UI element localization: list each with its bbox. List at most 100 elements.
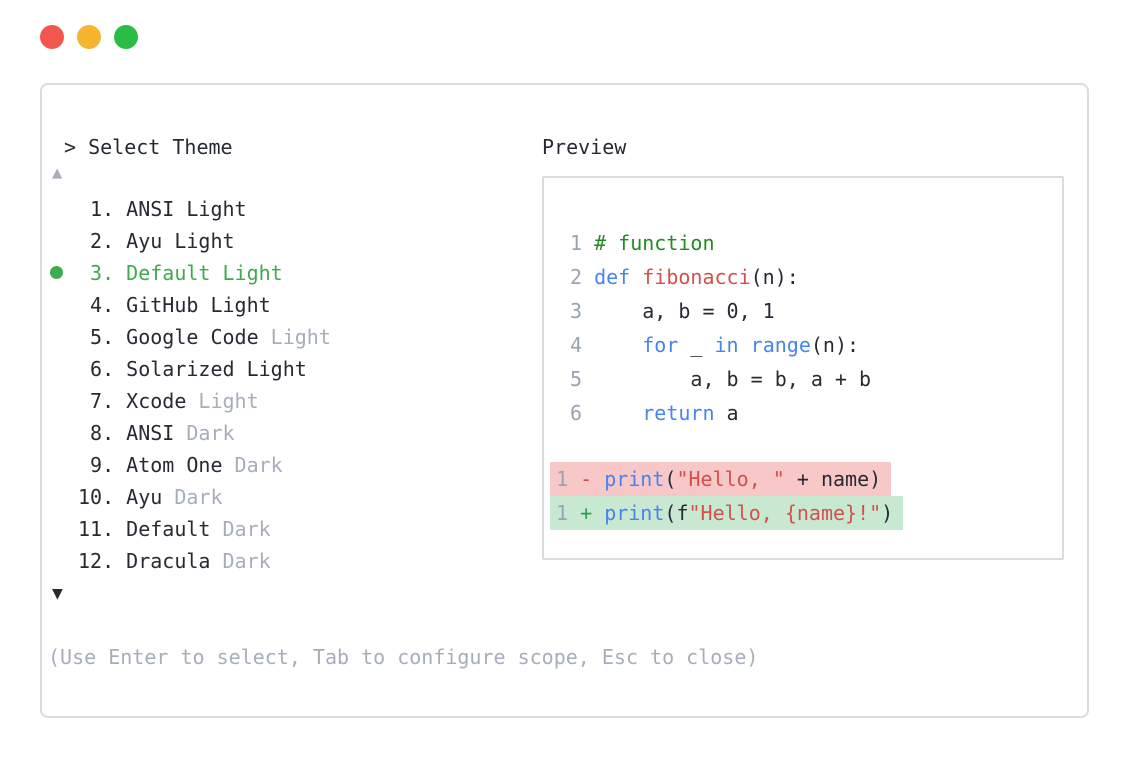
theme-item-7[interactable]: 7. Xcode Light bbox=[78, 385, 331, 417]
code-line: 2 def fibonacci(n): bbox=[550, 260, 1052, 294]
line-number: 2 bbox=[570, 265, 595, 289]
theme-item-number: 11. bbox=[78, 517, 127, 541]
theme-item-variant: Dark bbox=[162, 485, 223, 509]
theme-item-number: 10. bbox=[78, 485, 127, 509]
theme-item-number: 5. bbox=[78, 325, 127, 349]
theme-item-label: ANSI bbox=[126, 421, 175, 445]
code-token: ) bbox=[881, 501, 894, 525]
line-number: 6 bbox=[570, 401, 595, 425]
code-token: in bbox=[714, 333, 739, 357]
theme-item-3[interactable]: 3. Default Light bbox=[50, 257, 331, 289]
code-line: 4 for _ in range(n): bbox=[550, 328, 1052, 362]
code-token: a, b = b, a + b bbox=[594, 367, 872, 391]
theme-item-number: 6. bbox=[78, 357, 127, 381]
line-number: 3 bbox=[570, 299, 595, 323]
code-token: def bbox=[594, 265, 631, 289]
theme-list: 1. ANSI Light 2. Ayu Light 3. Default Li… bbox=[50, 193, 331, 577]
theme-item-1[interactable]: 1. ANSI Light bbox=[78, 193, 331, 225]
code-token bbox=[630, 265, 642, 289]
theme-item-number: 1. bbox=[78, 197, 127, 221]
code-token: (n): bbox=[810, 333, 860, 357]
theme-item-number: 3. bbox=[78, 261, 127, 285]
help-text: (Use Enter to select, Tab to configure s… bbox=[48, 645, 759, 669]
theme-item-12[interactable]: 12. Dracula Dark bbox=[78, 545, 331, 577]
theme-item-label: GitHub Light bbox=[126, 293, 271, 317]
code-token: fibonacci bbox=[642, 265, 751, 289]
code-token: - bbox=[580, 467, 605, 491]
code-token: ( bbox=[664, 467, 677, 491]
theme-item-number: 2. bbox=[78, 229, 127, 253]
theme-item-2[interactable]: 2. Ayu Light bbox=[78, 225, 331, 257]
close-button[interactable] bbox=[40, 25, 64, 49]
code-token: for bbox=[642, 333, 679, 357]
code-token: range bbox=[750, 333, 811, 357]
code-line: 5 a, b = b, a + b bbox=[550, 362, 1052, 396]
code-token: (n): bbox=[750, 265, 799, 289]
code-token: _ bbox=[678, 333, 715, 357]
theme-item-6[interactable]: 6. Solarized Light bbox=[78, 353, 331, 385]
theme-item-label: Default bbox=[126, 517, 211, 541]
dialog-title: > Select Theme bbox=[64, 135, 233, 159]
code-token: print bbox=[604, 501, 665, 525]
code-token bbox=[594, 333, 642, 357]
code-token: print bbox=[604, 467, 665, 491]
code-token: "Hello, {name}!" bbox=[688, 501, 882, 525]
theme-item-variant: Dark bbox=[222, 453, 283, 477]
maximize-button[interactable] bbox=[114, 25, 138, 49]
minimize-button[interactable] bbox=[77, 25, 101, 49]
theme-item-variant: Light bbox=[186, 389, 259, 413]
theme-item-8[interactable]: 8. ANSI Dark bbox=[78, 417, 331, 449]
theme-item-label: Atom One bbox=[126, 453, 223, 477]
theme-item-10[interactable]: 10. Ayu Dark bbox=[78, 481, 331, 513]
theme-item-label: Dracula bbox=[126, 549, 211, 573]
theme-item-label: ANSI Light bbox=[126, 197, 247, 221]
line-number: 4 bbox=[570, 333, 595, 357]
theme-item-number: 7. bbox=[78, 389, 127, 413]
code-token bbox=[594, 401, 642, 425]
theme-item-variant: Dark bbox=[210, 549, 271, 573]
code-token: + bbox=[580, 501, 605, 525]
code-line: 1 # function bbox=[550, 226, 1052, 260]
theme-item-label: Xcode bbox=[126, 389, 187, 413]
code-token: # function bbox=[594, 231, 715, 255]
line-number: 1 bbox=[556, 501, 581, 525]
dialog-title-text: Select Theme bbox=[88, 135, 233, 159]
theme-item-number: 9. bbox=[78, 453, 127, 477]
code-line: 3 a, b = 0, 1 bbox=[550, 294, 1052, 328]
code-token: a bbox=[714, 401, 739, 425]
theme-item-label: Default Light bbox=[126, 261, 283, 285]
theme-item-label: Google Code bbox=[126, 325, 259, 349]
code-token: (f bbox=[664, 501, 689, 525]
code-token: return bbox=[642, 401, 715, 425]
theme-item-label: Solarized Light bbox=[126, 357, 307, 381]
code-line bbox=[550, 430, 1052, 462]
theme-item-number: 8. bbox=[78, 421, 127, 445]
code-line: 1 + print(f"Hello, {name}!") bbox=[550, 496, 1052, 530]
theme-item-number: 4. bbox=[78, 293, 127, 317]
selected-theme-dot-icon bbox=[50, 266, 63, 279]
code-token: "Hello, " bbox=[676, 467, 785, 491]
theme-selector-dialog: > Select Theme ▲ 1. ANSI Light 2. Ayu Li… bbox=[40, 83, 1089, 718]
code-line: 1 - print("Hello, " + name) bbox=[550, 462, 1052, 496]
theme-item-label: Ayu bbox=[126, 485, 163, 509]
code-line: 6 return a bbox=[550, 396, 1052, 430]
theme-item-5[interactable]: 5. Google Code Light bbox=[78, 321, 331, 353]
code-token bbox=[739, 333, 751, 357]
scroll-up-icon[interactable]: ▲ bbox=[52, 163, 63, 183]
theme-item-variant: Dark bbox=[174, 421, 235, 445]
theme-item-number: 12. bbox=[78, 549, 127, 573]
prompt-caret: > bbox=[64, 135, 89, 159]
scroll-down-icon[interactable]: ▼ bbox=[52, 583, 63, 604]
theme-item-11[interactable]: 11. Default Dark bbox=[78, 513, 331, 545]
window-controls bbox=[40, 25, 138, 49]
code-token: a, b = 0, 1 bbox=[594, 299, 775, 323]
theme-item-9[interactable]: 9. Atom One Dark bbox=[78, 449, 331, 481]
theme-item-4[interactable]: 4. GitHub Light bbox=[78, 289, 331, 321]
theme-item-variant: Dark bbox=[210, 517, 271, 541]
code-token: + name) bbox=[784, 467, 882, 491]
theme-item-label: Ayu Light bbox=[126, 229, 235, 253]
line-number: 1 bbox=[556, 467, 581, 491]
line-number: 5 bbox=[570, 367, 595, 391]
preview-title: Preview bbox=[542, 135, 627, 159]
line-number: 1 bbox=[570, 231, 595, 255]
